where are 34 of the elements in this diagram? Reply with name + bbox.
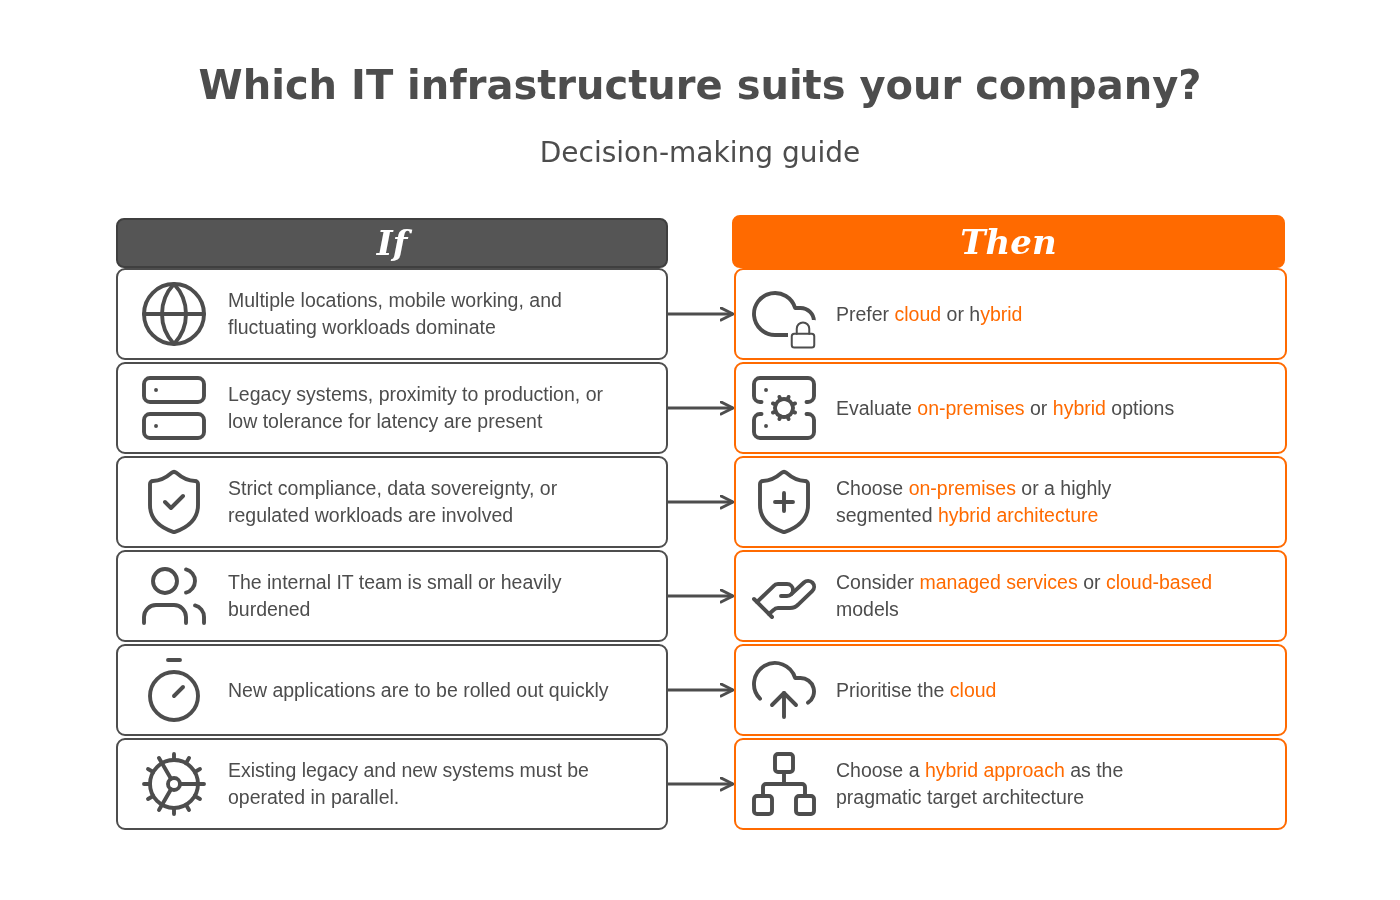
recommendation-box xyxy=(734,268,1287,360)
recommendation-box xyxy=(734,738,1287,830)
row-text: Strict compliance, data sovereignty, or regulated workloads are involved xyxy=(228,476,559,528)
row-text: The internal IT team is small or heavily burdened xyxy=(228,570,563,622)
recommendation-box xyxy=(734,644,1287,736)
row-text: New applications are to be rolled out quickly xyxy=(228,677,610,703)
recommendation-box xyxy=(734,362,1287,454)
arrow xyxy=(668,494,735,510)
condition-box xyxy=(116,644,668,736)
column-header: If xyxy=(116,218,668,268)
row-text: Prefer cloud or hybrid xyxy=(836,301,1024,327)
condition-box xyxy=(116,456,668,548)
arrow xyxy=(668,776,735,792)
condition-box xyxy=(116,268,668,360)
row-text: Choose on-premises or a highly segmented hybrid architecture xyxy=(836,476,1113,528)
subtitle: Decision-making guide xyxy=(538,136,862,169)
condition-box xyxy=(116,362,668,454)
arrow xyxy=(668,682,735,698)
column-header: Then xyxy=(732,215,1285,268)
recommendation-box xyxy=(734,456,1287,548)
condition-box xyxy=(116,738,668,830)
row-text: Evaluate on-premises or hybrid options xyxy=(836,395,1176,421)
row-text: Consider managed services or cloud-based models xyxy=(836,570,1214,622)
condition-box xyxy=(116,550,668,642)
arrow xyxy=(668,400,735,416)
title: Which IT infrastructure suits your company? xyxy=(197,62,1203,108)
row-text: Existing legacy and new systems must be operated in parallel. xyxy=(228,758,590,810)
arrow xyxy=(668,306,735,322)
row-text: Legacy systems, proximity to production, or low tolerance for latency are present xyxy=(228,382,604,434)
arrow xyxy=(668,588,735,604)
row-text: Prioritise the cloud xyxy=(836,677,998,703)
recommendation-box xyxy=(734,550,1287,642)
row-text: Multiple locations, mobile working, and fluctuating workloads dominate xyxy=(228,288,563,340)
row-text: Choose a hybrid approach as the pragmatic target architecture xyxy=(836,758,1125,810)
